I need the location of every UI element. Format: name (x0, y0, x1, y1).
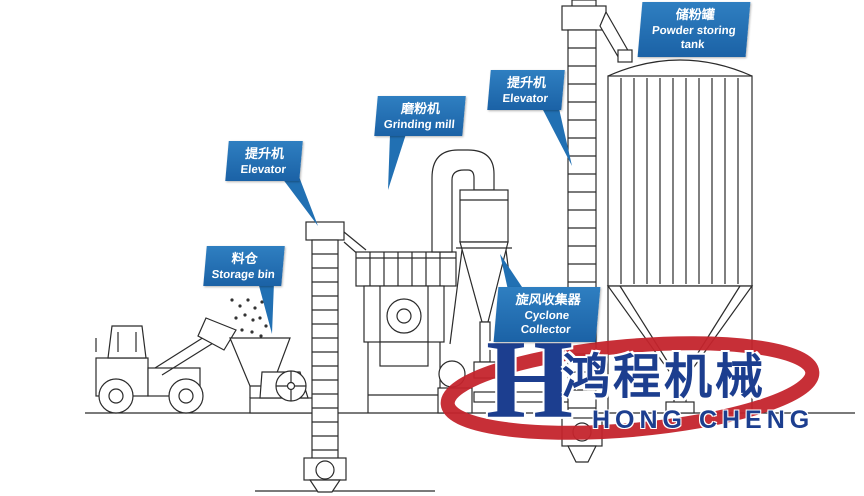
label-cyclone-collector-en: Cyclone Collector (520, 309, 572, 337)
bucket-elevator-1 (303, 221, 367, 493)
cyclone-tail (500, 254, 524, 290)
label-grinding-mill-en: Grinding mill (383, 118, 456, 131)
label-elevator-2-zh: 提升机 (506, 75, 547, 90)
label-cyclone-collector: 旋风收集器 Cyclone Collector (493, 287, 601, 342)
storage-bin-tail (258, 282, 274, 334)
label-storage-bin-zh: 料仓 (230, 251, 259, 266)
label-elevator-1: 提升机 Elevator (225, 141, 303, 182)
label-powder-tank-zh: 储粉罐 (675, 7, 716, 22)
wheel-loader (95, 317, 237, 414)
grinding-mill-tail (388, 134, 406, 190)
label-elevator-2-en: Elevator (502, 92, 549, 105)
label-elevator-2: 提升机 Elevator (487, 70, 565, 111)
label-elevator-1-zh: 提升机 (244, 146, 285, 161)
label-cyclone-collector-zh: 旋风收集器 (515, 292, 582, 307)
powder-storing-tank (606, 49, 754, 414)
grinding-mill-unit (355, 251, 473, 414)
ground-line (85, 412, 855, 492)
label-storage-bin: 料仓 Storage bin (203, 246, 285, 287)
label-powder-tank: 储粉罐 Powder storing tank (637, 2, 751, 57)
elevator-1-tail (282, 174, 318, 226)
callout-tails (258, 104, 572, 334)
label-elevator-1-en: Elevator (240, 163, 287, 176)
label-grinding-mill-zh: 磨粉机 (400, 101, 441, 116)
elevator-2-tail (542, 104, 572, 166)
jaw-crusher (249, 370, 319, 414)
label-powder-tank-en: Powder storing tank (651, 24, 737, 52)
label-storage-bin-en: Storage bin (211, 268, 276, 281)
label-grinding-mill: 磨粉机 Grinding mill (374, 96, 466, 137)
